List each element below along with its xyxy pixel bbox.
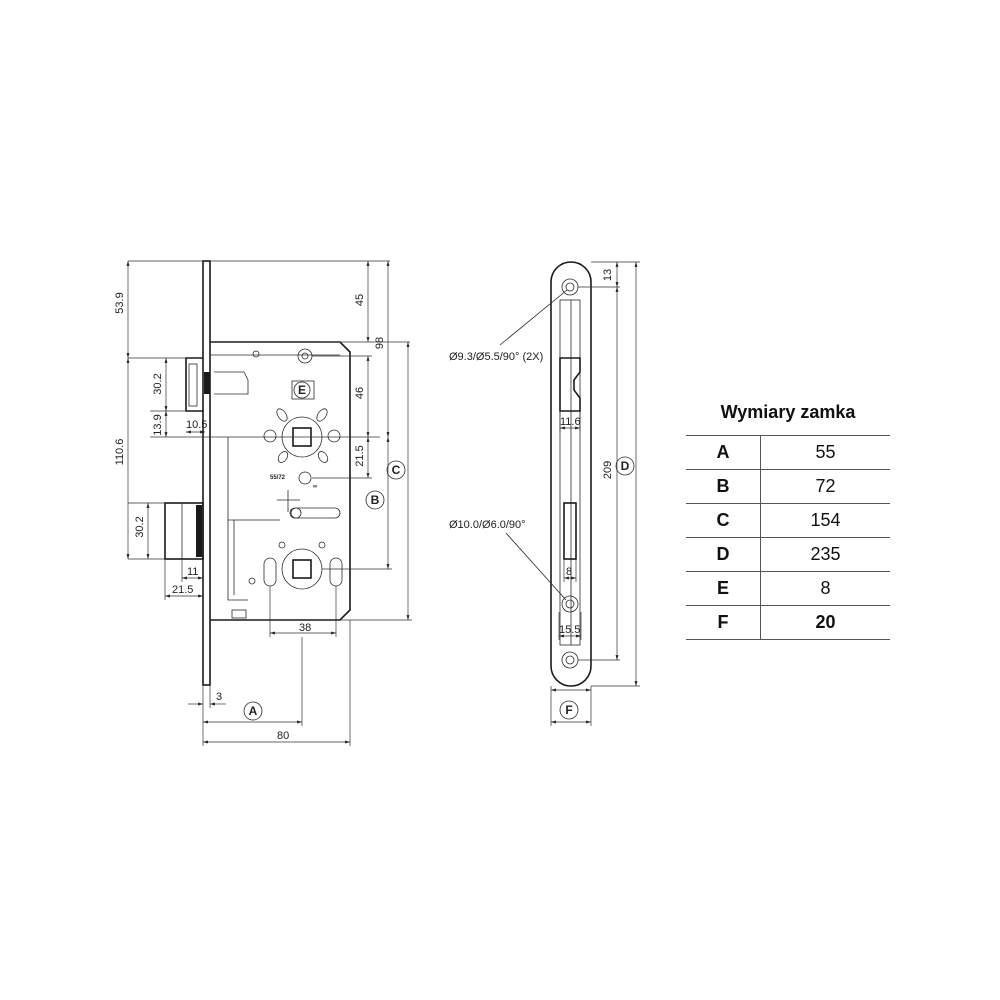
front-view: E 55/72 ∞ 53.9 30.2: [114, 260, 412, 746]
dim-110-6: 110.6: [114, 439, 126, 466]
dim-209: 209: [602, 461, 614, 479]
dim-38: 38: [299, 622, 311, 634]
latch-opening: [559, 357, 581, 412]
row-value: 154: [760, 503, 890, 538]
dim-13: 13: [602, 269, 614, 281]
row-key: F: [686, 605, 761, 640]
label-a-circle: [243, 701, 263, 721]
row-value: 8: [760, 571, 890, 606]
label-d-circle: [615, 456, 635, 476]
side-screw-mid: [561, 595, 579, 613]
dim-80: 80: [277, 730, 289, 742]
dimensions-table: Wymiary zamka A 55 B 72 C 154 D 235 E 8 …: [686, 389, 890, 640]
row-value: 20: [760, 605, 890, 640]
dim-3: 3: [216, 691, 222, 703]
hole-bottom-note: Ø10.0/Ø6.0/90°: [449, 519, 526, 531]
table-row: B 72: [686, 469, 890, 504]
dim-11: 11: [187, 566, 198, 578]
row-value: 72: [760, 469, 890, 504]
label-e: E: [298, 383, 306, 397]
dead-bolt: [164, 502, 204, 560]
row-key: D: [686, 537, 761, 572]
screw-hole-top: [297, 348, 313, 364]
side-view: 13 Ø9.3/Ø5.5/90° (2X) Ø10.0/Ø6.0/90° 11.…: [449, 261, 640, 726]
dim-21-5-right: 21.5: [354, 445, 366, 466]
label-f: F: [565, 703, 572, 717]
table-row: D 235: [686, 537, 890, 572]
key-hole: [298, 471, 312, 485]
dim-13-9: 13.9: [152, 414, 164, 435]
dim-53-9: 53.9: [114, 292, 126, 313]
row-value: 235: [760, 537, 890, 572]
svg-text:∞: ∞: [313, 484, 317, 490]
row-value: 55: [760, 435, 890, 470]
dim-45: 45: [354, 294, 366, 306]
label-f-circle: [559, 700, 579, 720]
side-screw-bottom: [561, 651, 579, 669]
row-key: C: [686, 503, 761, 538]
label-e-circle: [293, 381, 311, 399]
label-b-circle: [365, 490, 385, 510]
bolt-opening: [563, 502, 577, 560]
table-row: C 154: [686, 503, 890, 538]
mark-55-72: 55/72: [270, 475, 286, 481]
label-b: B: [371, 493, 380, 507]
hole-top-note: Ø9.3/Ø5.5/90° (2X): [449, 351, 543, 363]
dim-8: 8: [566, 566, 572, 578]
dim-21-5-left: 21.5: [172, 584, 193, 596]
dim-46: 46: [354, 387, 366, 399]
lock-case: [210, 341, 351, 621]
label-a: A: [249, 704, 258, 718]
label-c-circle: [386, 460, 406, 480]
table-row: F 20: [686, 605, 890, 640]
dim-11-6: 11.6: [560, 416, 581, 428]
cylinder-hub: [281, 548, 323, 590]
faceplate-side: [550, 261, 592, 687]
table-row: A 55: [686, 435, 890, 470]
latch-bolt: [185, 357, 203, 412]
dim-30-2-bottom: 30.2: [134, 516, 146, 537]
faceplate: [202, 260, 211, 686]
dim-98: 98: [374, 337, 386, 349]
dim-10-5: 10.5: [186, 419, 207, 431]
label-c: C: [392, 463, 401, 477]
label-d: D: [621, 459, 630, 473]
table-title: Wymiary zamka: [686, 389, 890, 436]
row-key: B: [686, 469, 761, 504]
table-row: E 8: [686, 571, 890, 606]
dim-30-2-top: 30.2: [152, 373, 164, 394]
row-key: A: [686, 435, 761, 470]
row-key: E: [686, 571, 761, 606]
dim-15-5: 15.5: [559, 624, 580, 636]
